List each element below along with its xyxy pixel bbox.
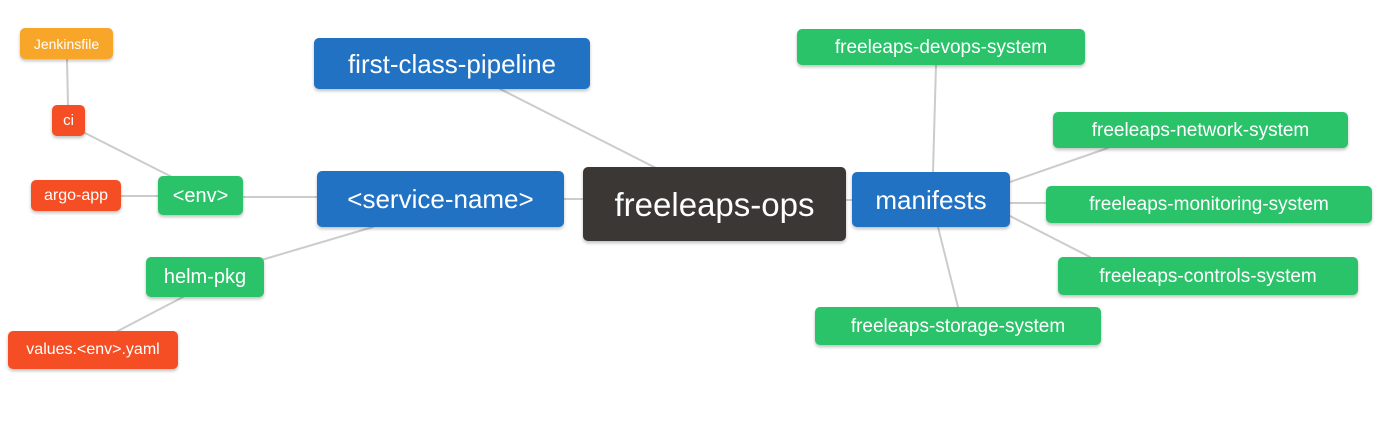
node-ci[interactable]: ci [52,105,85,136]
node-freeleaps-controls-system[interactable]: freeleaps-controls-system [1058,257,1358,295]
node-jenkinsfile[interactable]: Jenkinsfile [20,28,113,59]
node-manifests[interactable]: manifests [852,172,1010,227]
node-service-name[interactable]: <service-name> [317,171,564,227]
node-argo-app[interactable]: argo-app [31,180,121,211]
edge-ci-env [84,132,173,178]
node-values-env-yaml[interactable]: values.<env>.yaml [8,331,178,369]
node-first-class-pipeline[interactable]: first-class-pipeline [314,38,590,89]
node-freeleaps-monitoring-system[interactable]: freeleaps-monitoring-system [1046,186,1372,223]
edge-jenkinsfile-ci [66,58,69,106]
node-freeleaps-network-system[interactable]: freeleaps-network-system [1053,112,1348,148]
node-freeleaps-ops[interactable]: freeleaps-ops [583,167,846,241]
edge-manifests-network [1009,147,1109,183]
node-freeleaps-devops-system[interactable]: freeleaps-devops-system [797,29,1085,65]
edge-helm-pkg-values-env-yaml [115,296,184,333]
node-helm-pkg[interactable]: helm-pkg [146,257,264,297]
edge-service-name-helm-pkg [257,226,374,262]
edge-pipeline-freeleaps-ops [499,88,657,169]
node-env[interactable]: <env> [158,176,243,215]
edge-manifests-devops [932,64,937,173]
edge-manifests-storage [937,226,959,308]
node-freeleaps-storage-system[interactable]: freeleaps-storage-system [815,307,1101,345]
